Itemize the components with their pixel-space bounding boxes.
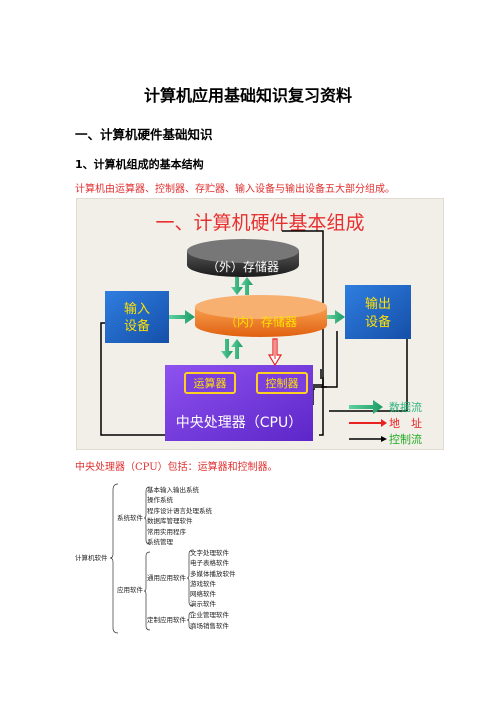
data-flow-arrow — [327, 310, 345, 324]
tree-item: 游戏软件 — [190, 579, 217, 588]
legend-address-arrowhead — [381, 419, 387, 427]
hardware-diagram: 一、计算机硬件基本组成 输入 设备 输出 设备 （外）存储器 （内）存储器 运算… — [76, 198, 444, 450]
tree-brace — [143, 486, 151, 545]
legend-data-flow-swatch — [349, 400, 383, 414]
tree-item: 系统管理 — [147, 537, 174, 546]
tree-item: 常用实用程序 — [147, 527, 187, 536]
tree-branch-general-apps: 通用应用软件 — [147, 573, 187, 582]
tree-brace — [143, 551, 151, 631]
output-device-label: 设备 — [365, 314, 391, 330]
tree-brace — [186, 549, 194, 607]
data-flow-arrow — [241, 277, 253, 295]
tree-item: 程序设计语言处理系统 — [147, 506, 213, 515]
software-tree-svg: 计算机软件 系统软件 基本输入输出系统 操作系统 程序设计语言处理系统 数据库管… — [75, 483, 236, 634]
tree-branch-custom-apps: 定制应用软件 — [147, 615, 187, 624]
legend-data-flow-label: 数据流 — [389, 400, 422, 414]
output-device-box — [345, 285, 411, 339]
page-title: 计算机应用基础知识复习资料 — [143, 86, 352, 105]
tree-item: 操作系统 — [147, 495, 174, 504]
software-tree: 计算机软件 系统软件 基本输入输出系统 操作系统 程序设计语言处理系统 数据库管… — [70, 482, 370, 637]
tree-brace — [186, 611, 194, 630]
input-device-box — [105, 291, 169, 343]
paragraph-composition: 计算机由运算器、控制器、存贮器、输入设备与输出设备五大部分组成。 — [75, 184, 395, 195]
tree-item: 企业管理软件 — [190, 610, 230, 619]
output-device-label: 输出 — [365, 296, 391, 312]
controller-label: 控制器 — [266, 376, 299, 390]
legend-control-flow-label: 控制流 — [389, 432, 422, 446]
tree-branch-application: 应用软件 — [117, 585, 144, 594]
legend-address-label: 地 址 — [389, 416, 422, 430]
hardware-diagram-svg: 一、计算机硬件基本组成 输入 设备 输出 设备 （外）存储器 （内）存储器 运算… — [100, 212, 422, 446]
legend-control-flow-arrowhead — [381, 436, 387, 442]
data-flow-arrow — [169, 310, 195, 324]
tree-item: 数据库管理软件 — [147, 516, 193, 525]
tree-item: 基本输入输出系统 — [147, 485, 200, 494]
tree-root: 计算机软件 — [75, 553, 108, 562]
figure-title: 一、计算机硬件基本组成 — [155, 212, 364, 234]
cpu-label: 中央处理器（CPU） — [176, 415, 302, 431]
control-line — [309, 331, 338, 388]
external-storage-label: （外）存储器 — [207, 259, 279, 274]
input-device-label: 输入 — [124, 301, 150, 317]
input-device-label: 设备 — [124, 318, 150, 334]
data-flow-arrow — [231, 339, 243, 359]
tree-brace — [109, 483, 119, 634]
internal-storage-label: （内）存储器 — [225, 314, 297, 329]
tree-item: 网络软件 — [190, 589, 217, 598]
tree-item: 电子表格软件 — [190, 558, 230, 567]
tree-item: 演示软件 — [190, 599, 217, 608]
paragraph-cpu: 中央处理器（CPU）包括：运算器和控制器。 — [75, 462, 278, 473]
subsection-heading: 1、计算机组成的基本结构 — [75, 158, 204, 171]
tree-item: 文字处理软件 — [190, 548, 230, 557]
internal-storage-top — [195, 295, 327, 319]
alu-box — [184, 372, 236, 394]
data-flow-arrow — [221, 339, 233, 359]
control-line — [319, 377, 324, 436]
tree-item: 多媒体播放软件 — [190, 569, 236, 578]
control-line — [312, 388, 315, 405]
data-flow-arrow — [231, 277, 243, 295]
tree-branch-system: 系统软件 — [117, 513, 144, 522]
controller-box — [256, 372, 308, 394]
alu-label: 运算器 — [194, 376, 227, 390]
section-heading: 一、计算机硬件基础知识 — [75, 127, 213, 142]
external-storage-top — [187, 239, 299, 263]
tree-item: 商场销售软件 — [190, 621, 230, 630]
control-line — [329, 327, 408, 412]
